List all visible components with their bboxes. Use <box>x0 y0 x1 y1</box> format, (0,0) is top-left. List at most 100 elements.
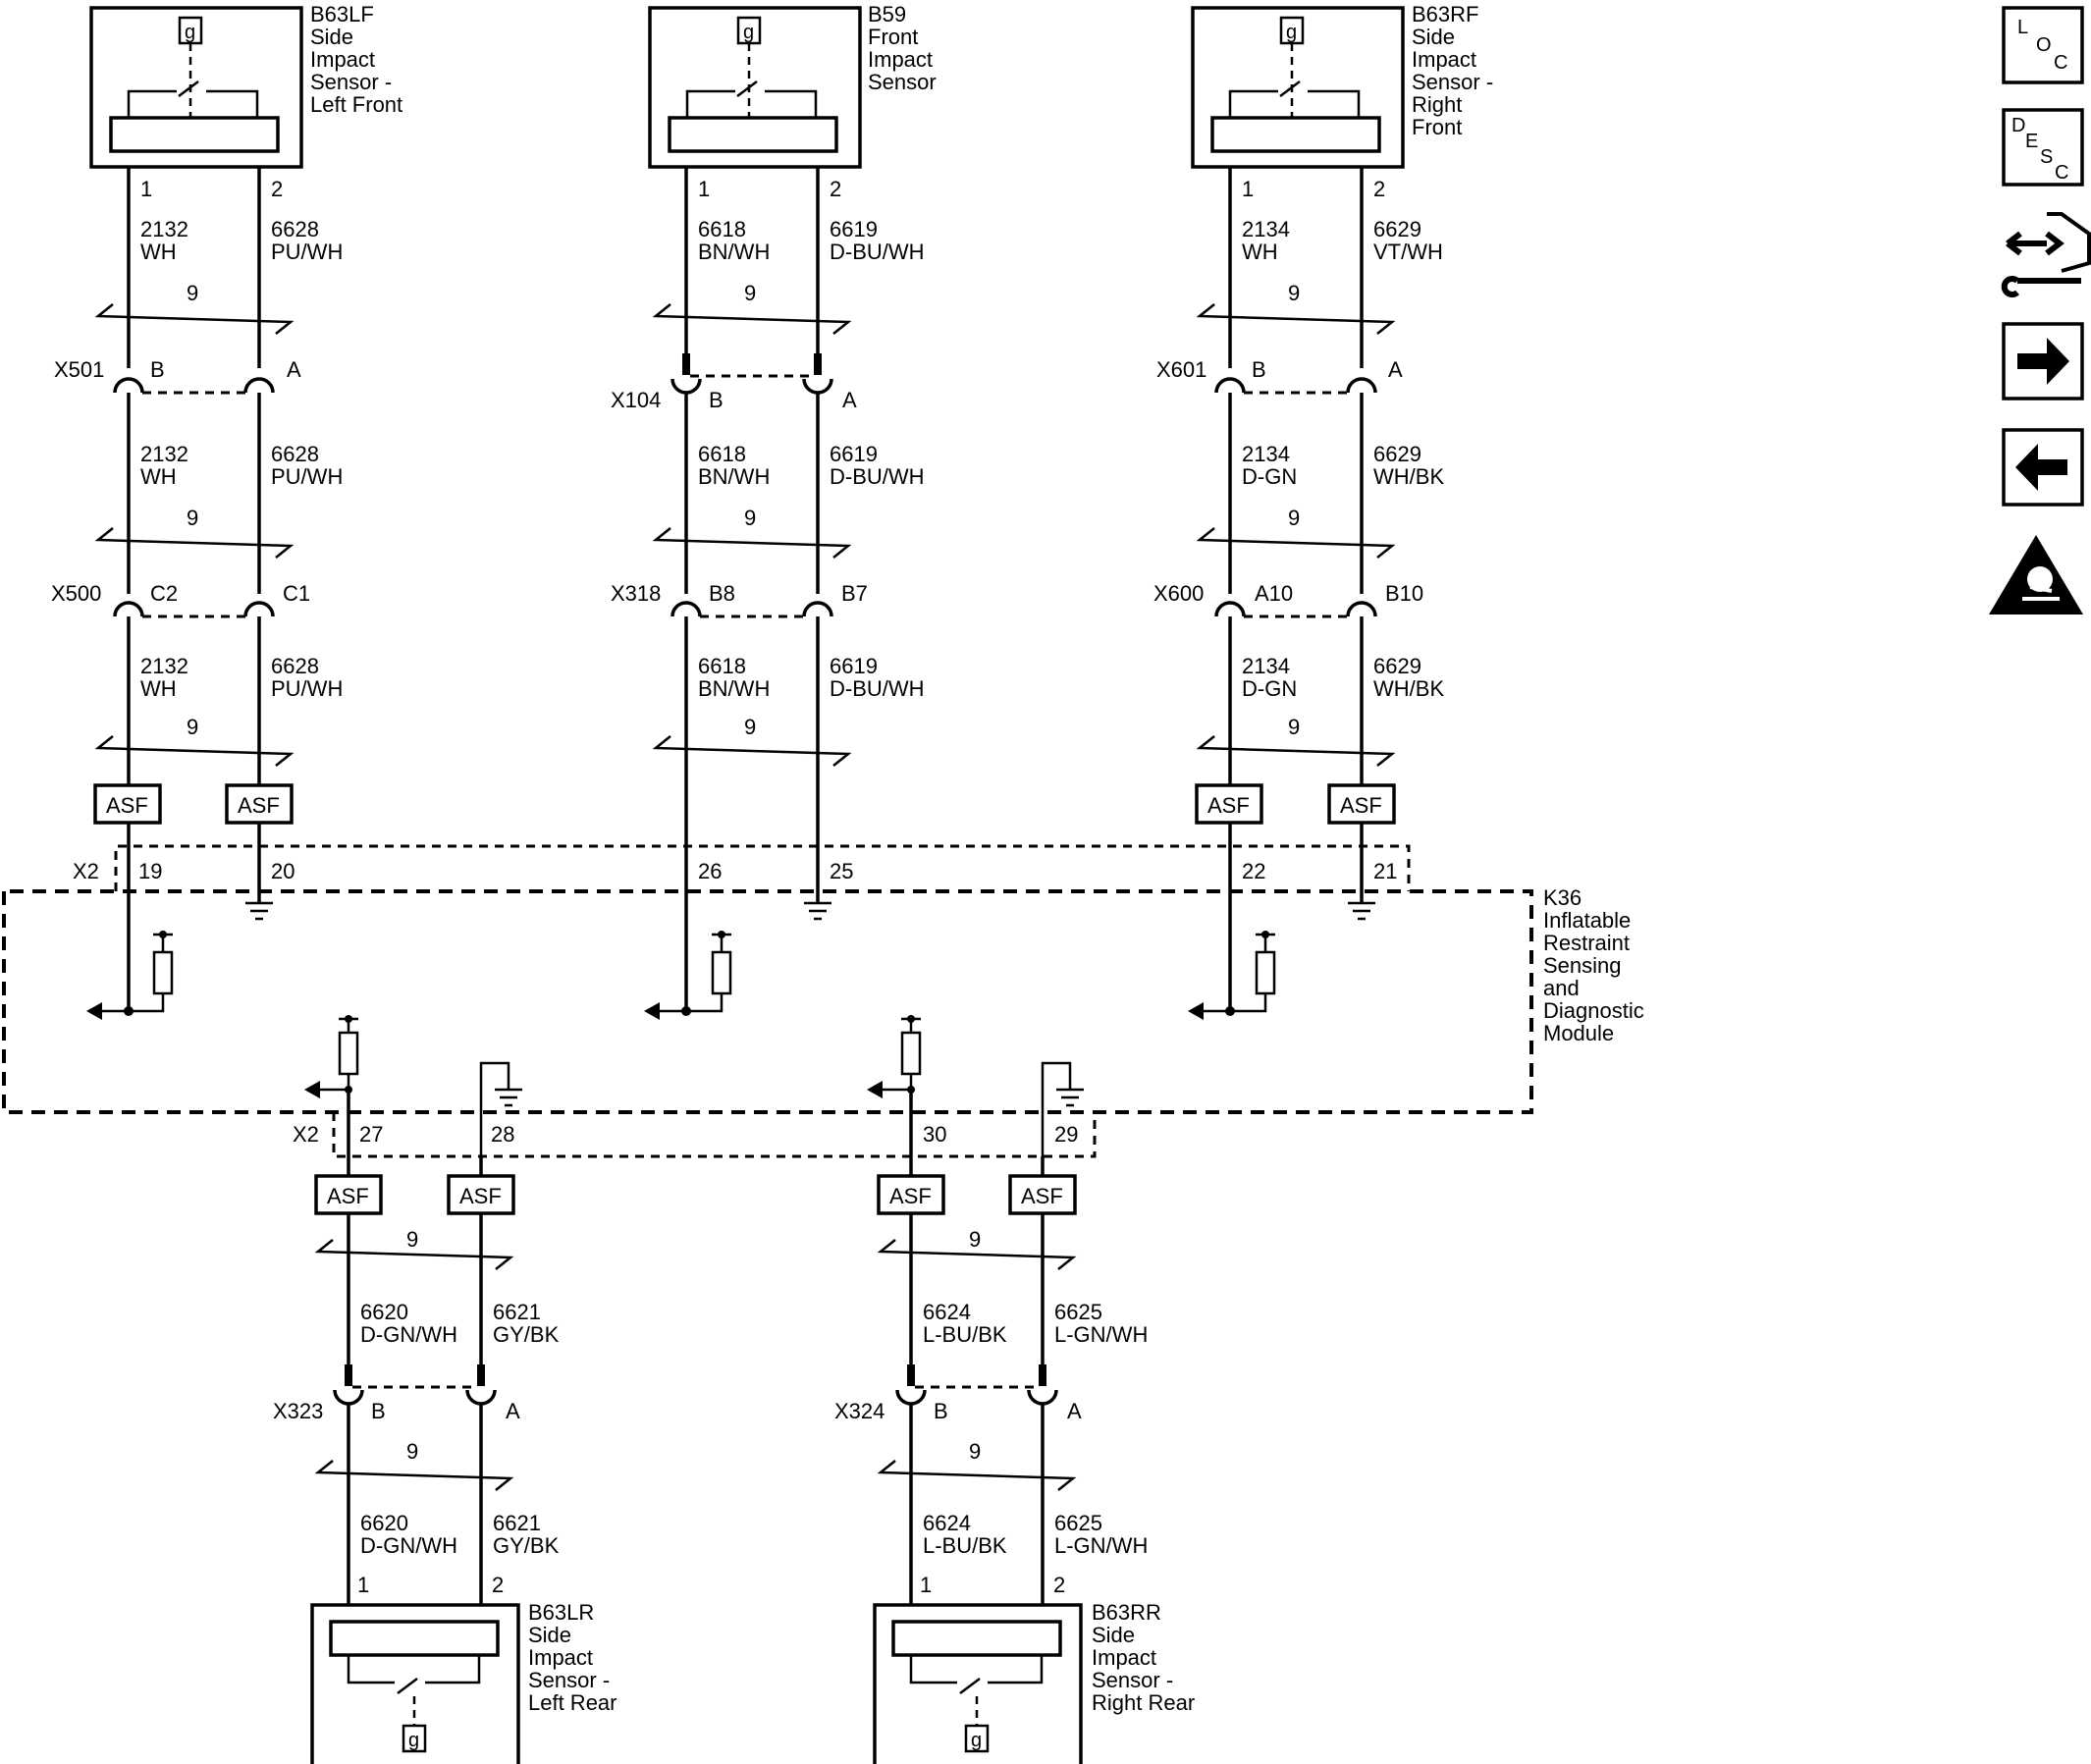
svg-text:9: 9 <box>1288 281 1300 305</box>
svg-text:Sensor: Sensor <box>868 70 937 94</box>
front-sensor-name: B59 <box>868 2 906 27</box>
lf-sensor: g B63LF Side Impact Sensor - Left Front <box>89 2 402 169</box>
svg-text:BN/WH: BN/WH <box>698 676 770 701</box>
svg-text:6618: 6618 <box>698 654 746 678</box>
svg-text:29: 29 <box>1054 1122 1078 1147</box>
svg-text:22: 22 <box>1242 859 1265 883</box>
svg-text:ASF: ASF <box>327 1184 369 1208</box>
svg-text:30: 30 <box>923 1122 946 1147</box>
svg-text:1: 1 <box>920 1573 932 1597</box>
svg-text:A: A <box>842 388 857 412</box>
svg-text:B8: B8 <box>709 581 735 606</box>
svg-text:Module: Module <box>1543 1021 1614 1045</box>
svg-text:S: S <box>2040 146 2053 168</box>
desc-button[interactable]: D E S C <box>2002 108 2084 187</box>
svg-text:6628: 6628 <box>271 442 319 466</box>
svg-text:6618: 6618 <box>698 442 746 466</box>
svg-text:Impact: Impact <box>1092 1645 1156 1670</box>
next-page-icon[interactable] <box>2002 322 2084 401</box>
svg-text:6620: 6620 <box>360 1300 408 1324</box>
svg-text:Side: Side <box>1092 1623 1135 1647</box>
svg-text:Left Rear: Left Rear <box>528 1690 617 1715</box>
svg-text:6625: 6625 <box>1054 1300 1102 1324</box>
svg-text:1: 1 <box>357 1573 369 1597</box>
svg-text:9: 9 <box>1288 715 1300 739</box>
asf-label: ASF <box>106 793 148 818</box>
svg-text:9: 9 <box>187 715 198 739</box>
svg-text:6624: 6624 <box>923 1300 971 1324</box>
svg-text:B: B <box>1252 357 1266 382</box>
svg-text:Front: Front <box>1412 115 1462 139</box>
svg-text:WH: WH <box>140 676 177 701</box>
svg-text:6624: 6624 <box>923 1511 971 1535</box>
svg-text:27: 27 <box>359 1122 383 1147</box>
loc-button[interactable]: L O C <box>2002 6 2084 84</box>
svg-text:Inflatable: Inflatable <box>1543 908 1631 933</box>
connector-x2-top: X2 <box>73 859 99 883</box>
svg-text:9: 9 <box>969 1439 981 1464</box>
connector-x501: X501 <box>54 357 104 382</box>
svg-text:GY/BK: GY/BK <box>493 1533 560 1558</box>
module-name: K36 <box>1543 885 1582 910</box>
svg-text:Front: Front <box>868 25 918 49</box>
svg-text:20: 20 <box>271 859 295 883</box>
svg-text:2132: 2132 <box>140 442 188 466</box>
svg-text:Impact: Impact <box>528 1645 593 1670</box>
svg-text:2: 2 <box>830 177 841 201</box>
svg-text:B: B <box>709 388 724 412</box>
connector-end-view-icon[interactable] <box>2001 212 2091 297</box>
svg-text:Left Front: Left Front <box>310 92 402 117</box>
svg-text:ASF: ASF <box>889 1184 932 1208</box>
svg-text:Impact: Impact <box>868 47 933 72</box>
svg-text:25: 25 <box>830 859 853 883</box>
svg-text:B7: B7 <box>841 581 868 606</box>
svg-text:2134: 2134 <box>1242 442 1290 466</box>
svg-text:D-BU/WH: D-BU/WH <box>830 240 925 264</box>
svg-text:9: 9 <box>744 715 756 739</box>
sir-warning-icon <box>1989 535 2083 615</box>
connector-x318: X318 <box>611 581 661 606</box>
svg-text:Diagnostic: Diagnostic <box>1543 998 1644 1023</box>
svg-text:WH/BK: WH/BK <box>1373 676 1444 701</box>
svg-text:1: 1 <box>140 177 152 201</box>
svg-text:A: A <box>506 1399 520 1423</box>
svg-text:BN/WH: BN/WH <box>698 464 770 489</box>
svg-text:D-GN: D-GN <box>1242 464 1297 489</box>
svg-text:1: 1 <box>698 177 710 201</box>
svg-text:g: g <box>743 22 754 43</box>
svg-text:D-GN/WH: D-GN/WH <box>360 1533 457 1558</box>
lr-sensor: g B63LR Side Impact Sensor - Left Rear <box>310 1600 617 1764</box>
svg-text:9: 9 <box>744 506 756 530</box>
svg-text:WH: WH <box>140 464 177 489</box>
svg-text:WH: WH <box>1242 240 1278 264</box>
svg-text:Side: Side <box>1412 25 1455 49</box>
previous-page-icon[interactable] <box>2002 428 2084 507</box>
svg-text:ASF: ASF <box>1021 1184 1063 1208</box>
front-wiring: 1 2 6618 BN/WH 6619 D-BU/WH 9 X104 B A 6… <box>611 167 925 1020</box>
svg-text:28: 28 <box>491 1122 514 1147</box>
svg-text:D-BU/WH: D-BU/WH <box>830 464 925 489</box>
svg-text:6628: 6628 <box>271 217 319 241</box>
lf-sensor-name: B63LF <box>310 2 374 27</box>
lf-wiring: 1 2 2132 WH 6628 PU/WH 9 X501 B A 2132 W… <box>51 167 343 1020</box>
svg-text:9: 9 <box>406 1439 418 1464</box>
svg-text:D-GN: D-GN <box>1242 676 1297 701</box>
svg-text:6621: 6621 <box>493 1300 541 1324</box>
svg-text:6625: 6625 <box>1054 1511 1102 1535</box>
svg-text:g: g <box>408 1730 419 1751</box>
svg-text:Impact: Impact <box>1412 47 1476 72</box>
rf-sensor-name: B63RF <box>1412 2 1478 27</box>
svg-text:PU/WH: PU/WH <box>271 240 343 264</box>
svg-text:Sensor -: Sensor - <box>1412 70 1493 94</box>
svg-text:9: 9 <box>1288 506 1300 530</box>
svg-text:C: C <box>2054 52 2067 74</box>
svg-text:C1: C1 <box>283 581 310 606</box>
svg-text:g: g <box>971 1730 982 1751</box>
svg-text:B: B <box>934 1399 948 1423</box>
svg-text:WH/BK: WH/BK <box>1373 464 1444 489</box>
svg-text:B: B <box>371 1399 386 1423</box>
svg-text:D: D <box>2011 115 2025 136</box>
svg-text:26: 26 <box>698 859 722 883</box>
svg-text:Right: Right <box>1412 92 1462 117</box>
